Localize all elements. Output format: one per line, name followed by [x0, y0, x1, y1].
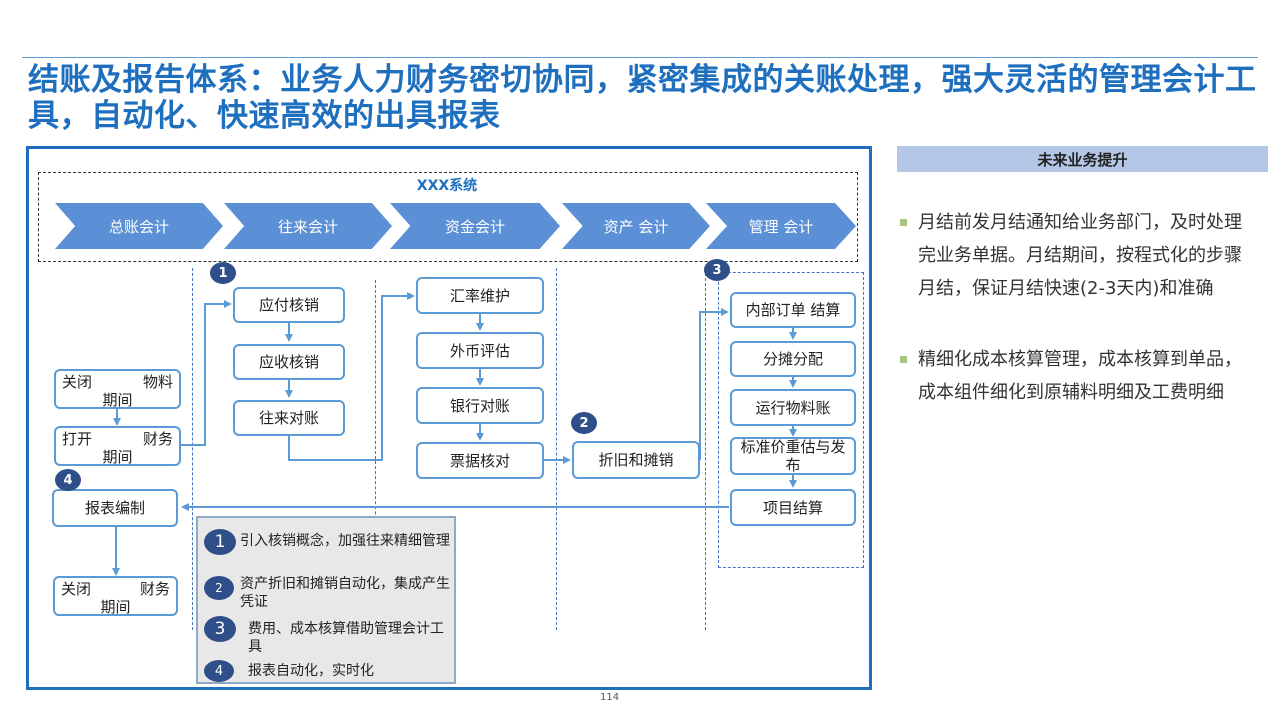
legend-text-1: 引入核销概念，加强往来精细管理 [240, 533, 450, 549]
system-box [38, 172, 858, 262]
open-finance-period-node[interactable]: 打开 财务 期间 [54, 426, 181, 466]
future-bullet-2: 精细化成本核算管理，成本核算到单品，成本组件细化到原辅料明细及工费明细 [900, 343, 1252, 409]
ap-writeoff-node[interactable]: 应付核销 [233, 287, 345, 323]
allocation-node[interactable]: 分摊分配 [730, 341, 856, 377]
project-settlement-node[interactable]: 项目结算 [730, 489, 856, 526]
node-label: 期间 [102, 448, 133, 466]
internal-order-settlement-node[interactable]: 内部订单 结算 [730, 292, 856, 328]
future-bullet-1: 月结前发月结通知给业务部门，及时处理完业务单据。月结期间，按程式化的步骤月结，保… [900, 206, 1252, 305]
legend-badge-1: 1 [204, 529, 236, 555]
module-management-accounting[interactable]: 管理 会计 [706, 203, 856, 249]
bill-check-node[interactable]: 票据核对 [416, 442, 544, 479]
step-badge-1: 1 [210, 262, 236, 284]
module-receivables-payables[interactable]: 往来会计 [224, 203, 392, 249]
management-group-box [718, 272, 864, 568]
module-assets[interactable]: 资产 会计 [562, 203, 710, 249]
node-label: 财务 [142, 430, 173, 448]
node-label: 打开 [62, 430, 93, 448]
legend-badge-3: 3 [204, 616, 236, 642]
page-number: 114 [600, 692, 620, 703]
bullet-text: 精细化成本核算管理，成本核算到单品，成本组件细化到原辅料明细及工费明细 [918, 349, 1242, 403]
legend-badge-2: 2 [204, 576, 234, 600]
bullet-text: 月结前发月结通知给业务部门，及时处理完业务单据。月结期间，按程式化的步骤月结，保… [918, 212, 1242, 299]
column-divider [192, 268, 193, 630]
legend-box [196, 516, 456, 684]
material-ledger-node[interactable]: 运行物料账 [730, 389, 856, 426]
bank-recon-node[interactable]: 银行对账 [416, 387, 544, 424]
fx-rate-maintenance-node[interactable]: 汇率维护 [416, 277, 544, 314]
column-divider [556, 268, 557, 630]
depreciation-node[interactable]: 折旧和摊销 [572, 441, 700, 479]
future-improvements-header: 未来业务提升 [897, 146, 1268, 172]
intercompany-recon-node[interactable]: 往来对账 [233, 400, 345, 436]
title-rule [22, 57, 1258, 58]
node-label: 财务 [139, 580, 170, 598]
node-label: 关闭 [61, 580, 92, 598]
node-label: 期间 [102, 391, 133, 409]
node-label: 关闭 [62, 373, 93, 391]
standard-cost-node[interactable]: 标准价重估与发布 [730, 437, 856, 475]
legend-text-3: 费用、成本核算借助管理会计工具 [248, 621, 444, 655]
page-title: 结账及报告体系：业务人力财务密切协同，紧密集成的关账处理，强大灵活的管理会计工具… [28, 62, 1257, 134]
column-divider [705, 268, 706, 630]
column-divider [375, 280, 376, 630]
close-finance-period-node[interactable]: 关闭 财务 期间 [53, 576, 178, 616]
node-label: 物料 [142, 373, 173, 391]
diagram-frame [26, 146, 872, 690]
bullet-marker [900, 356, 907, 363]
report-compilation-node[interactable]: 报表编制 [52, 489, 178, 527]
step-badge-3: 3 [704, 259, 730, 281]
step-badge-2: 2 [571, 412, 597, 434]
legend-badge-4: 4 [204, 660, 234, 682]
node-label: 期间 [100, 598, 131, 616]
module-general-ledger[interactable]: 总账会计 [55, 203, 223, 249]
close-material-period-node[interactable]: 关闭 物料 期间 [54, 369, 181, 409]
legend-text-4: 报表自动化，实时化 [248, 663, 374, 679]
fx-valuation-node[interactable]: 外币评估 [416, 332, 544, 369]
module-treasury[interactable]: 资金会计 [390, 203, 560, 249]
step-badge-4: 4 [55, 469, 81, 491]
ar-writeoff-node[interactable]: 应收核销 [233, 344, 345, 380]
bullet-marker [900, 219, 907, 226]
system-title: XXX系统 [416, 178, 478, 194]
legend-text-2: 资产折旧和摊销自动化，集成产生凭证 [240, 576, 450, 610]
